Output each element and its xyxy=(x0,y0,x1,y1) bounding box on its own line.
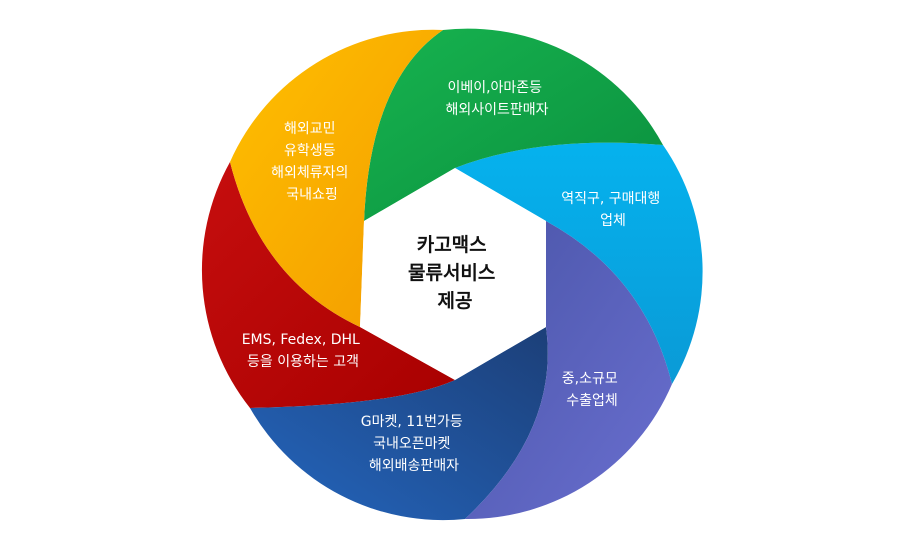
segment-ebay xyxy=(364,28,663,221)
center-title: 카고맥스 물류서비스 제공 xyxy=(408,234,502,312)
segment-ebay-label: 이베이,아마존등 해외사이트판매자 xyxy=(445,80,548,118)
segment-direct-label: 역직구, 구매대행 업체 xyxy=(561,191,665,229)
label-line: 해외교민 xyxy=(284,121,336,137)
label-line: 국내쇼핑 xyxy=(286,187,338,203)
center-hexagon xyxy=(360,168,546,380)
segment-exporter xyxy=(465,221,672,520)
center-title-line: 제공 xyxy=(438,290,473,312)
label-line: 국내오픈마켓 xyxy=(373,436,450,452)
segment-openmarket xyxy=(250,327,548,521)
label-line: 해외배송판매자 xyxy=(369,458,459,474)
center-title-line: 카고맥스 xyxy=(417,234,487,256)
segment-courier-label: EMS, Fedex, DHL 등을 이용하는 고객 xyxy=(242,332,365,370)
segment-direct xyxy=(455,142,703,384)
center-title-line: 물류서비스 xyxy=(408,262,495,284)
label-line: 유학생등 xyxy=(284,143,336,159)
segment-courier xyxy=(201,162,455,408)
label-line: 업체 xyxy=(600,213,626,229)
segment-overseas-label: 해외교민 유학생등 해외체류자의 국내쇼핑 xyxy=(271,121,353,203)
label-line: 중,소규모 xyxy=(562,371,618,387)
label-line: 해외사이트판매자 xyxy=(445,102,548,118)
label-line: 이베이,아마존등 xyxy=(447,80,542,96)
label-line: 해외체류자의 xyxy=(271,165,348,181)
label-line: 등을 이용하는 고객 xyxy=(247,354,359,370)
segment-overseas xyxy=(230,29,443,327)
label-line: 역직구, 구매대행 xyxy=(561,191,660,207)
label-line: EMS, Fedex, DHL xyxy=(242,332,360,348)
segment-exporter-label: 중,소규모 수출업체 xyxy=(562,371,622,409)
label-line: G마켓, 11번가등 xyxy=(361,414,463,430)
segment-openmarket-label: G마켓, 11번가등 국내오픈마켓 해외배송판매자 xyxy=(361,414,467,474)
label-line: 수출업체 xyxy=(566,393,618,409)
